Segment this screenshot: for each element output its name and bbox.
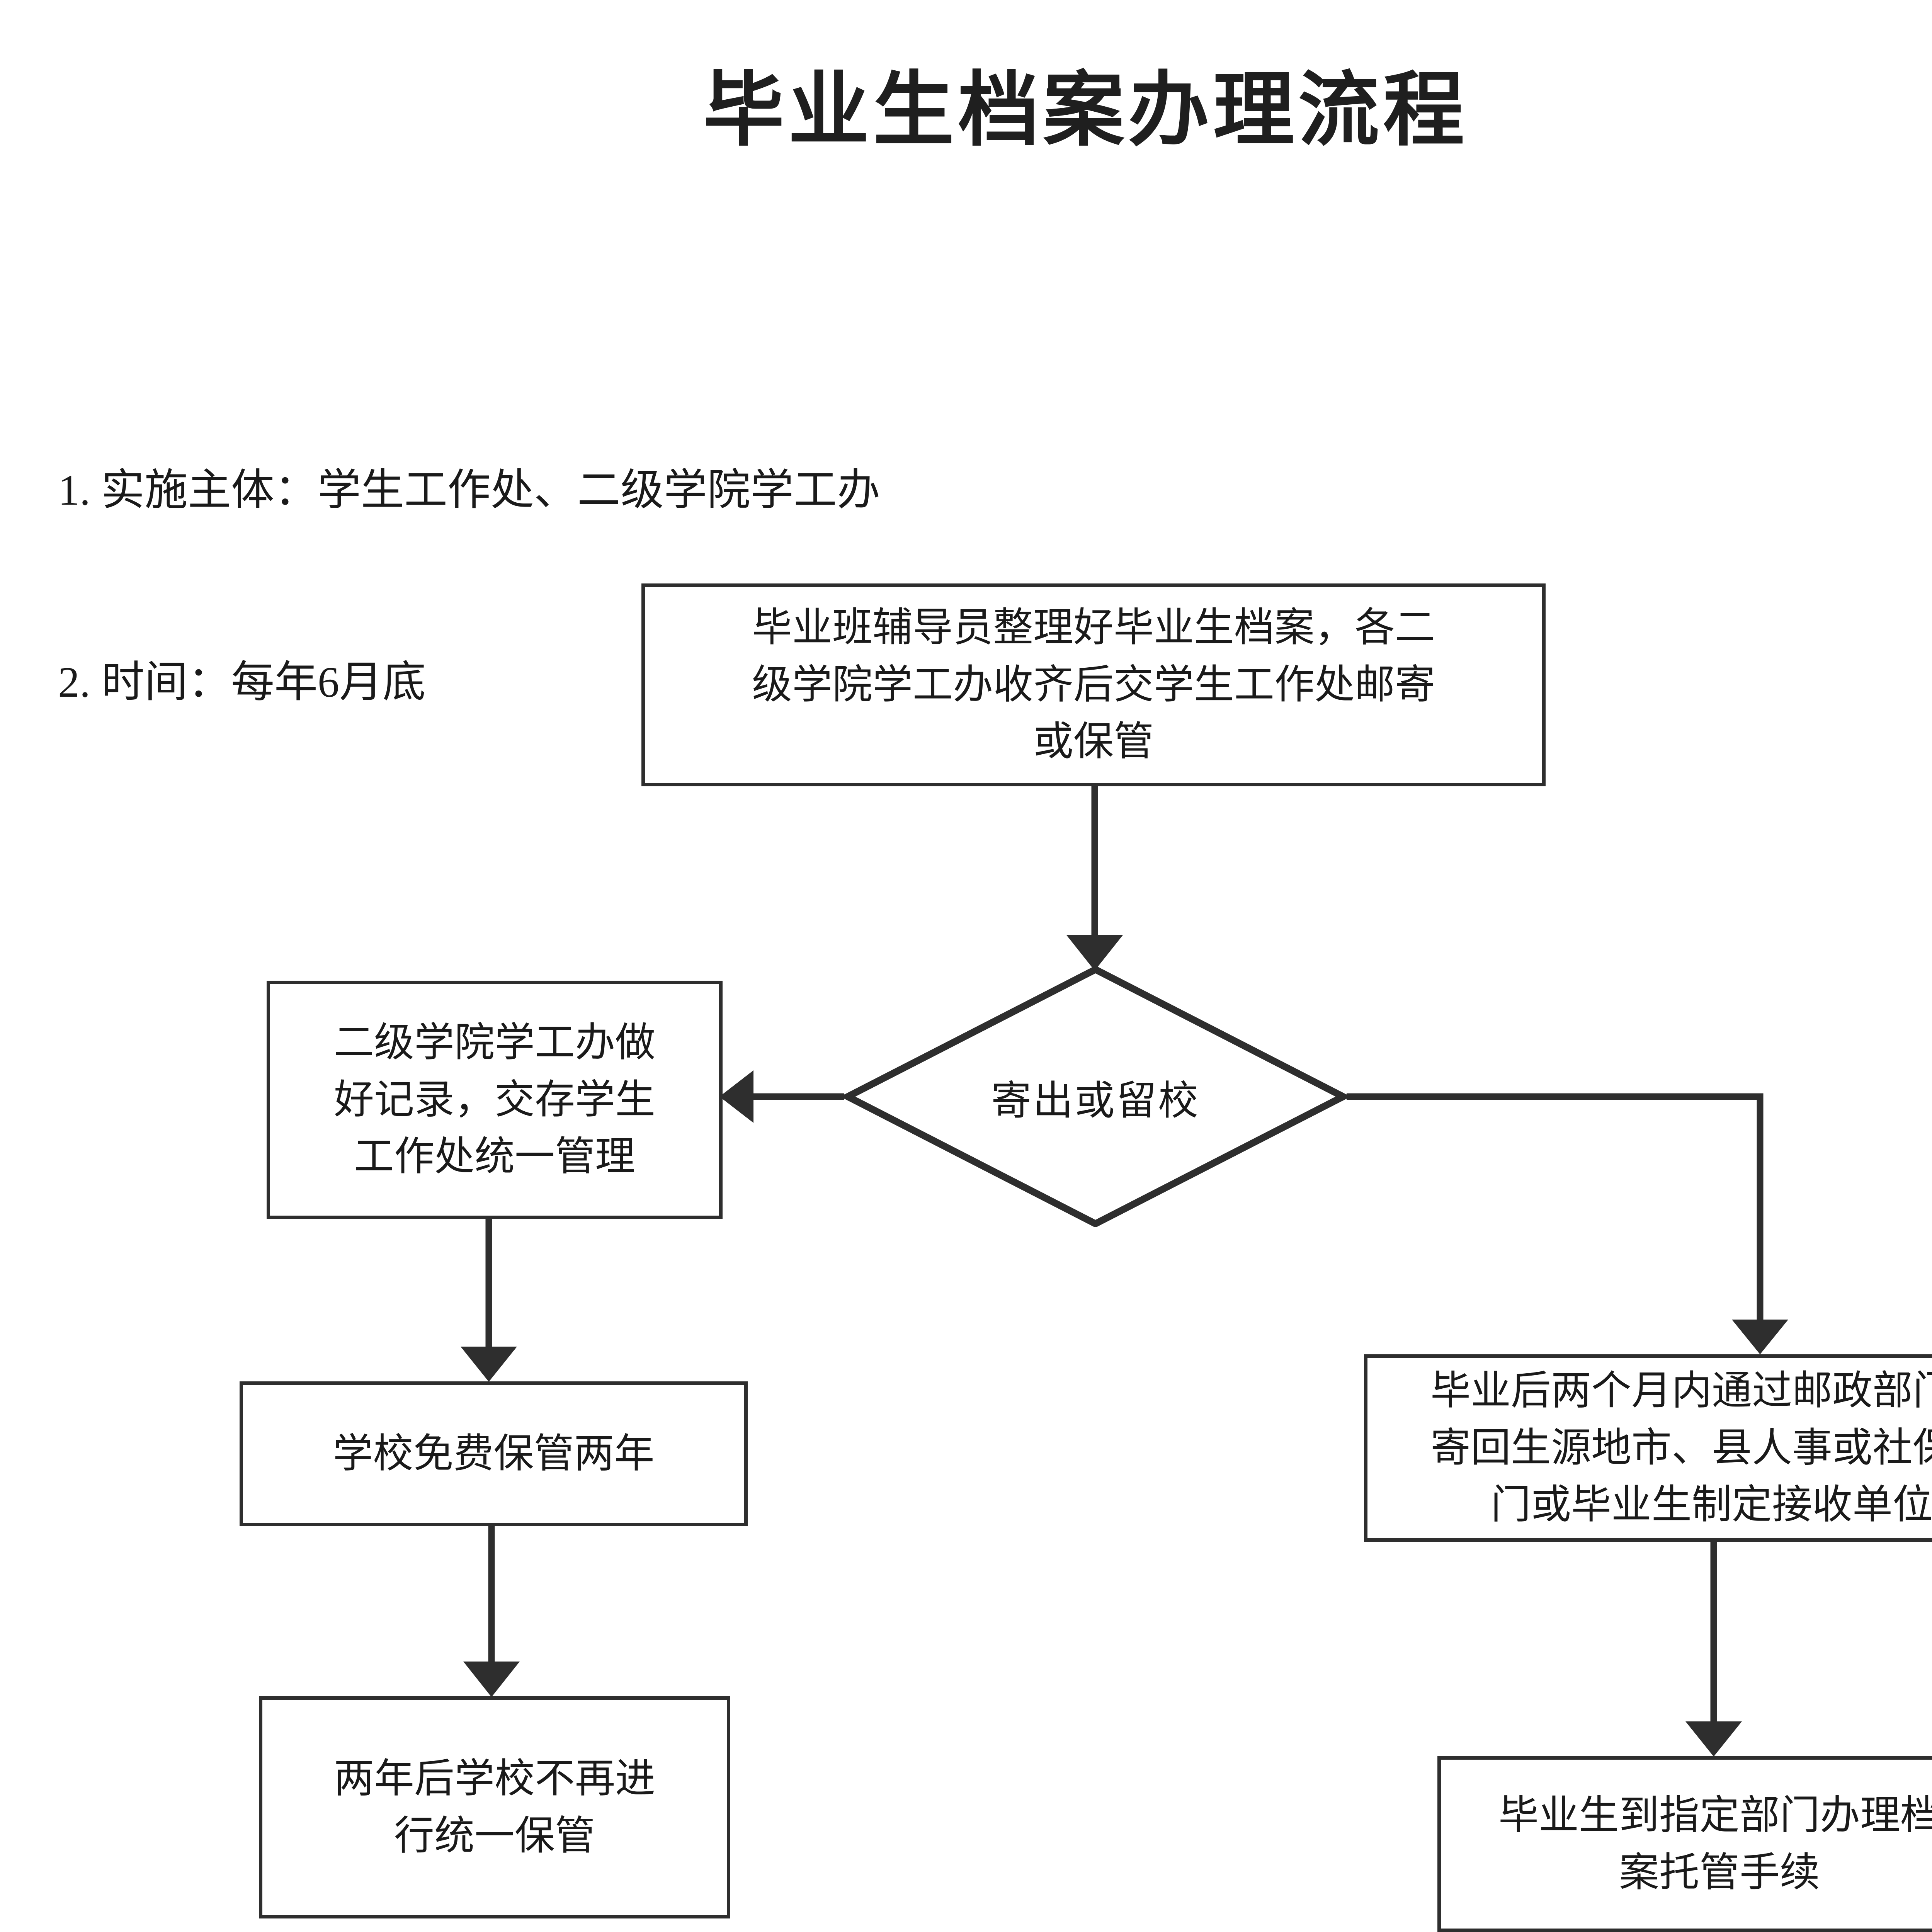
node-label: 二级学院学工办做 好记录，交存学生 工作处统一管理 bbox=[333, 1020, 655, 1179]
node-label: 两年后学校不再进 行统一保管 bbox=[333, 1756, 655, 1858]
process-node-college-record[interactable]: 二级学院学工办做 好记录，交存学生 工作处统一管理 bbox=[267, 981, 723, 1219]
node-label: 毕业生到指定部门办理档 案托管手续 bbox=[1498, 1793, 1932, 1895]
page-title: 毕业生档案办理流程 bbox=[703, 65, 1468, 155]
process-node-free-storage-two-years[interactable]: 学校免费保管两年 bbox=[240, 1381, 748, 1526]
node-label: 学校免费保管两年 bbox=[333, 1431, 655, 1476]
process-node-custody-procedures[interactable]: 毕业生到指定部门办理档 案托管手续 bbox=[1437, 1756, 1932, 1932]
process-node-after-two-years[interactable]: 两年后学校不再进 行统一保管 bbox=[259, 1696, 730, 1918]
notes-block: 1. 实施主体：学生工作处、二级学院学工办 2. 时间：每年6月底 bbox=[58, 330, 1372, 843]
process-node-mail-to-hometown[interactable]: 毕业后两个月内通过邮政部门邮 寄回生源地市、县人事或社保部 门或毕业生制定接收单… bbox=[1364, 1354, 1932, 1542]
note-line-1: 1. 实施主体：学生工作处、二级学院学工办 bbox=[58, 466, 880, 514]
edge-keep-to-after bbox=[463, 1526, 520, 1697]
diamond-shape bbox=[844, 966, 1347, 1227]
edge-decision-to-mail bbox=[1347, 1093, 1788, 1354]
node-label: 毕业后两个月内通过邮政部门邮 寄回生源地市、县人事或社保部 门或毕业生制定接收单… bbox=[1430, 1368, 1932, 1527]
edge-decision-to-record bbox=[719, 1070, 844, 1123]
edge-mail-to-custody bbox=[1685, 1542, 1742, 1757]
note-line-2: 2. 时间：每年6月底 bbox=[58, 658, 426, 706]
edge-record-to-keep bbox=[461, 1219, 517, 1382]
node-label: 寄出或留校 bbox=[991, 1078, 1200, 1123]
node-label: 毕业班辅导员整理好毕业生档案，各二 级学院学工办收齐后交学生工作处邮寄 或保管 bbox=[752, 605, 1435, 764]
decision-node-send-or-keep[interactable]: 寄出或留校 bbox=[844, 966, 1347, 1227]
process-node-collect-archives[interactable]: 毕业班辅导员整理好毕业生档案，各二 级学院学工办收齐后交学生工作处邮寄 或保管 bbox=[641, 583, 1546, 786]
